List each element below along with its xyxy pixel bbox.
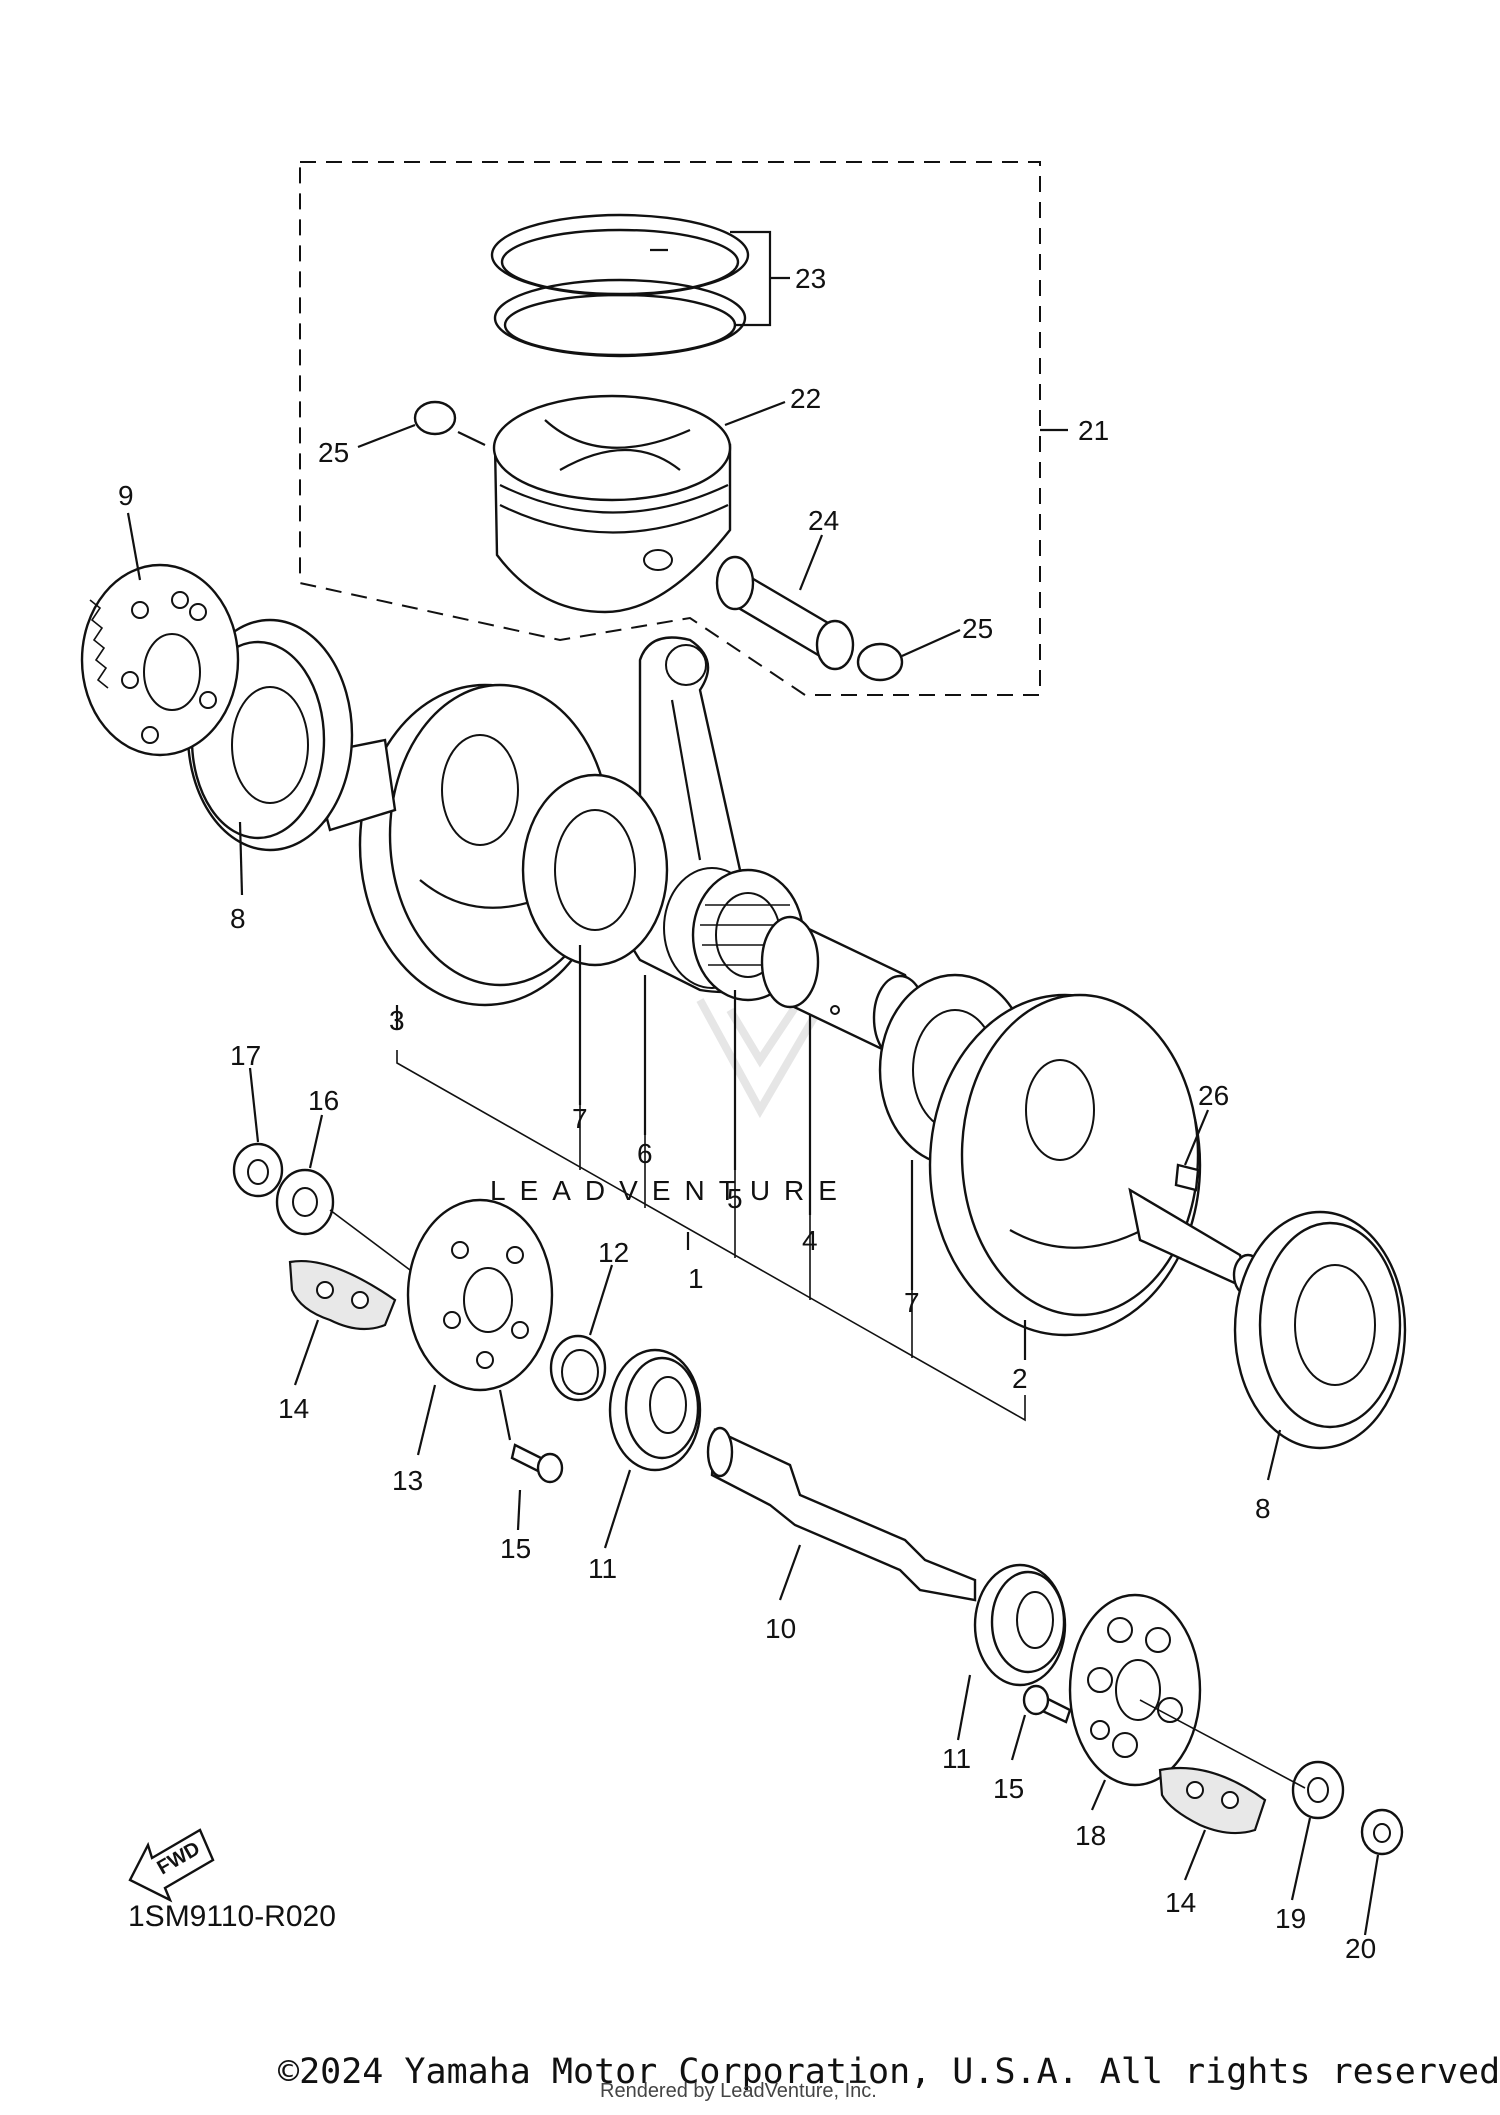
- callout-13: 13: [392, 1465, 423, 1496]
- callout-3: 3: [389, 1005, 405, 1036]
- bolt-left[interactable]: [510, 1443, 564, 1484]
- callout-18: 18: [1075, 1820, 1106, 1851]
- callout-14-left: 14: [278, 1393, 309, 1424]
- callout-8-right: 8: [1255, 1493, 1271, 1524]
- callout-19: 19: [1275, 1903, 1306, 1934]
- callout-14-right: 14: [1165, 1887, 1196, 1918]
- callout-21: 21: [1078, 415, 1109, 446]
- balancer-weight-right[interactable]: [1158, 1766, 1267, 1835]
- timing-gear[interactable]: [80, 563, 240, 757]
- callout-5: 5: [727, 1183, 743, 1214]
- callout-11-right: 11: [942, 1743, 971, 1774]
- balancer-weight-plate[interactable]: [1068, 1593, 1202, 1787]
- piston[interactable]: [492, 394, 732, 614]
- callout-25-left: 25: [318, 437, 349, 468]
- callout-11-left: 11: [588, 1553, 617, 1584]
- diagram-reference-code: 1SM9110-R020: [128, 1900, 336, 1933]
- crank-web-right[interactable]: [928, 993, 1202, 1337]
- circlip-right[interactable]: [856, 642, 904, 682]
- callouts: 1 2 3 4 5 6 7 7 8 8 9 10 11 11 12 13 14 …: [118, 263, 1376, 1964]
- copyright-notice: ©2024 Yamaha Motor Corporation, U.S.A. A…: [278, 2052, 1500, 2092]
- nut-balancer-right[interactable]: [1360, 1808, 1404, 1856]
- nut-balancer[interactable]: [232, 1142, 284, 1198]
- callout-26: 26: [1198, 1080, 1229, 1111]
- watermark: LEADVENTURE: [490, 987, 851, 1206]
- watermark-text: LEADVENTURE: [490, 1175, 851, 1206]
- rendered-by-notice: Rendered by LeadVenture, Inc.: [600, 2080, 877, 2102]
- fwd-arrow-icon: FWD: [128, 1828, 215, 1903]
- callout-25-right: 25: [962, 613, 993, 644]
- piston-pin[interactable]: [715, 555, 855, 671]
- callout-7-right: 7: [904, 1287, 920, 1318]
- callout-4: 4: [802, 1225, 818, 1256]
- washer-balancer-right[interactable]: [1291, 1760, 1345, 1820]
- callout-6: 6: [637, 1138, 653, 1169]
- callout-12: 12: [598, 1237, 629, 1268]
- circlip-left[interactable]: [413, 400, 457, 436]
- bolt-right[interactable]: [1022, 1684, 1072, 1724]
- leader-lines: [126, 230, 1380, 1936]
- washer-balancer-left[interactable]: [275, 1168, 335, 1236]
- piston-rings[interactable]: [490, 213, 750, 358]
- callout-9: 9: [118, 480, 134, 511]
- callout-10: 10: [765, 1613, 796, 1644]
- callout-1: 1: [688, 1263, 704, 1294]
- callout-17: 17: [230, 1040, 261, 1071]
- callout-23: 23: [795, 263, 826, 294]
- callout-24: 24: [808, 505, 839, 536]
- balancer-drive-gear[interactable]: [406, 1198, 554, 1392]
- callout-20: 20: [1345, 1933, 1376, 1964]
- collar[interactable]: [549, 1334, 607, 1402]
- callout-2: 2: [1012, 1363, 1028, 1394]
- callout-15-left: 15: [500, 1533, 531, 1564]
- callout-8-left: 8: [230, 903, 246, 934]
- balancer-bearing-left[interactable]: [608, 1348, 702, 1472]
- balancer-weight-left[interactable]: [288, 1260, 397, 1331]
- callout-22: 22: [790, 383, 821, 414]
- bearing-right[interactable]: [1233, 1210, 1407, 1450]
- balancer-bearing-right[interactable]: [973, 1563, 1067, 1687]
- woodruff-key[interactable]: [1174, 1163, 1200, 1192]
- balancer-shaft[interactable]: [706, 1426, 977, 1602]
- callout-16: 16: [308, 1085, 339, 1116]
- callout-15-right: 15: [993, 1773, 1024, 1804]
- thrust-washer-left[interactable]: [521, 773, 669, 967]
- callout-7-left: 7: [572, 1103, 588, 1134]
